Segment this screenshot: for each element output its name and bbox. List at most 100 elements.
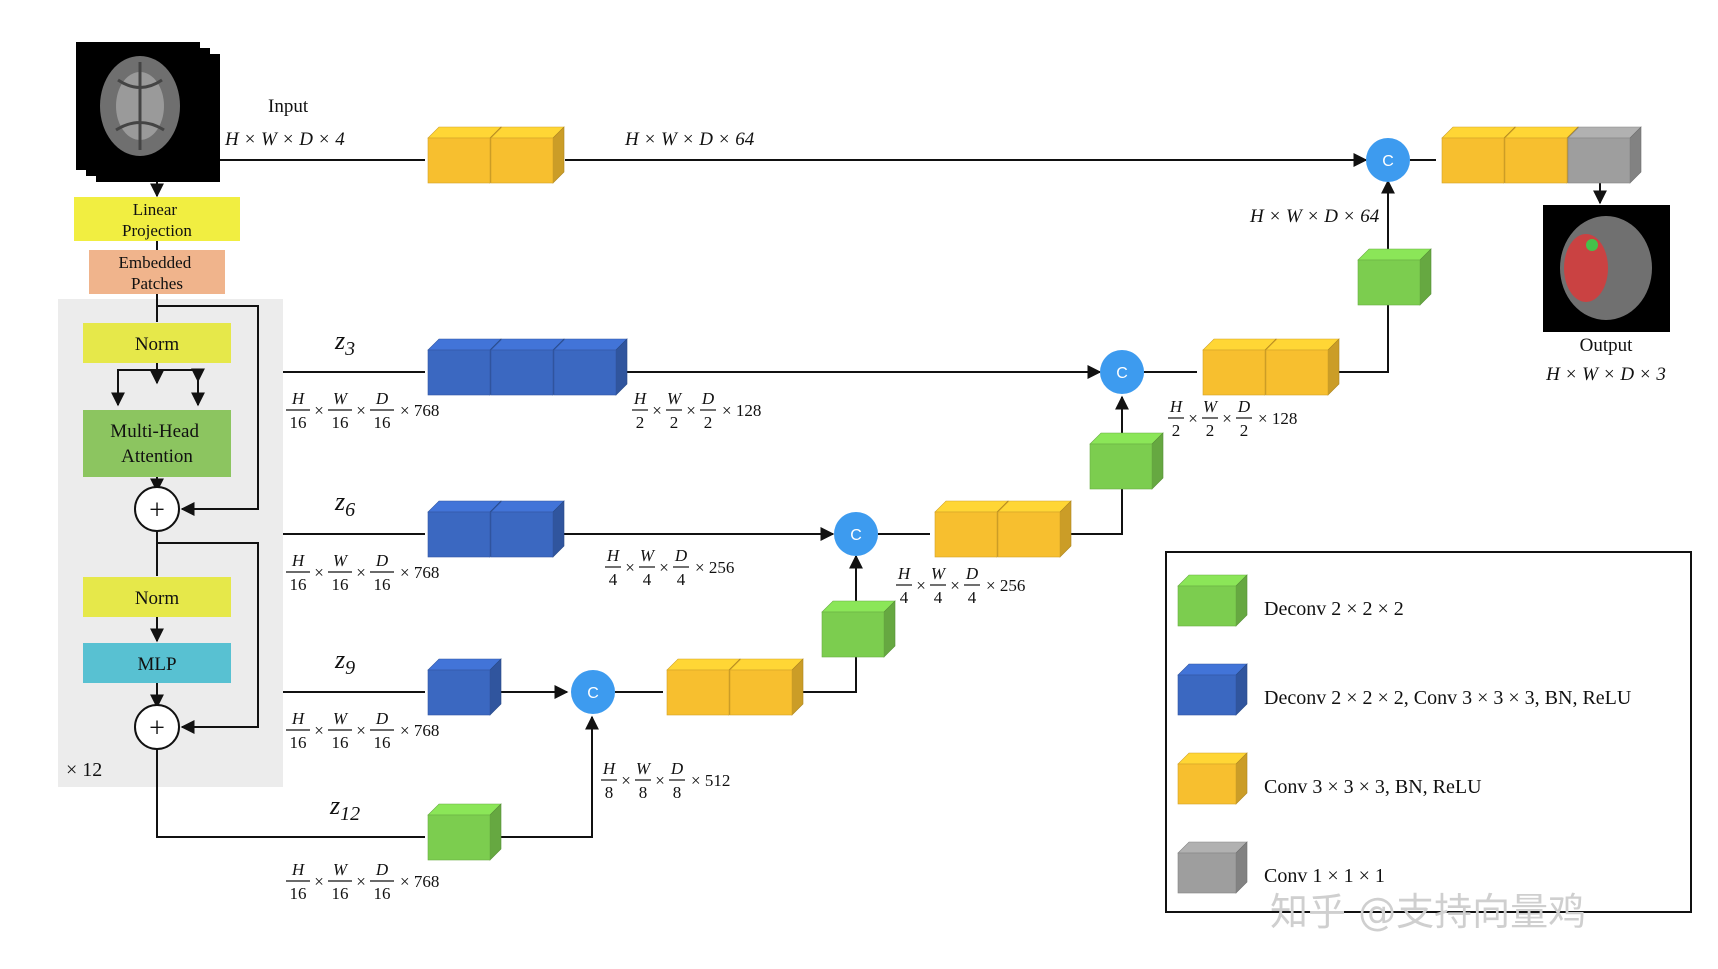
z12-embed-dims-times-0: × — [314, 872, 324, 891]
z6-deconv-block-2-top — [490, 500, 565, 513]
decoder2-dims-times-1: × — [950, 576, 960, 595]
z3-embed-dims-mult: × 768 — [400, 401, 439, 420]
decoder4-conv-block-1-top — [1441, 126, 1516, 139]
norm-label-1: Norm — [135, 334, 180, 355]
z3-out-dims-num-2: D — [701, 389, 715, 408]
z9-out-dims-times-1: × — [655, 771, 665, 790]
decoder2-conv-block-1 — [934, 500, 1009, 558]
legend-swatch-blue — [1177, 663, 1248, 716]
decoder1-upsample-block-top — [821, 600, 896, 613]
z3-deconv-block-1 — [427, 338, 502, 396]
decoder3-upsample-block-top — [1357, 248, 1432, 261]
concat-node-1: C — [571, 670, 615, 714]
z3-embed-dims-num-2: D — [375, 389, 389, 408]
z9-out-dims-times-0: × — [621, 771, 631, 790]
residual-add-icon-1 — [134, 486, 180, 532]
z9-embed-dims-den-1: 16 — [332, 733, 349, 752]
z6-out-dims-num-2: D — [674, 546, 688, 565]
legend-swatch-green-front — [1177, 585, 1237, 627]
z12-embed-dims-mult: × 768 — [400, 872, 439, 891]
decoder3-dims-den-0: 2 — [1172, 421, 1181, 440]
decoder2-dims-times-0: × — [916, 576, 926, 595]
z12-embed-dims-den-2: 16 — [374, 884, 391, 903]
input-conv-block-1 — [427, 126, 502, 184]
z9-label: z9 — [334, 645, 355, 679]
z6-embed-dims-num-0: H — [291, 551, 306, 570]
z12-embed-dims-times-1: × — [356, 872, 366, 891]
repeat-count: × 12 — [66, 759, 102, 781]
z6-deconv-block-1-front — [427, 511, 491, 558]
input-conv-block-1-front — [427, 137, 491, 184]
z12-label: z12 — [329, 791, 360, 825]
input-dims: H × W × D × 4 — [224, 129, 345, 150]
z6-out-dims-den-2: 4 — [677, 570, 686, 589]
residual-add-icon-2 — [134, 704, 180, 750]
z9-embed-dims-den-0: 16 — [290, 733, 307, 752]
decoder2-dims-num-0: H — [897, 564, 912, 583]
z3-out-dims-times-0: × — [652, 401, 662, 420]
decoder1-conv-block-2-top — [729, 658, 804, 671]
z6-out-dims-num-1: W — [640, 546, 656, 565]
skip-labels: z3 z6 z9 z12 — [329, 326, 360, 825]
norm-label-2: Norm — [135, 588, 180, 609]
input-conv-block-2-top — [490, 126, 565, 139]
embedded-patches-box — [89, 250, 225, 294]
decoder1-conv-block-1-top — [666, 658, 741, 671]
z9-out-dims-num-1: W — [636, 759, 652, 778]
z6-embed-dims-num-1: W — [333, 551, 349, 570]
norm-box-1 — [83, 323, 231, 363]
z6-embed-dims-mult: × 768 — [400, 563, 439, 582]
decoder3-dims-times-0: × — [1188, 409, 1198, 428]
legend-label-green: Deconv 2 × 2 × 2 — [1264, 598, 1404, 620]
z12-embed-dims-den-1: 16 — [332, 884, 349, 903]
input-label: Input — [268, 96, 309, 117]
decoder2-dims-den-2: 4 — [968, 588, 977, 607]
legend-swatch-gray-top — [1177, 841, 1248, 854]
z6-out-dims-den-0: 4 — [609, 570, 618, 589]
z9-out-dims-num-2: D — [670, 759, 684, 778]
z3-embed-dims-num-1: W — [333, 389, 349, 408]
decoder3-upsample-block — [1357, 248, 1432, 306]
z9-out-dims-num-0: H — [602, 759, 617, 778]
z3-deconv-block-3-front — [553, 349, 617, 396]
decoder1-upsample-block — [821, 600, 896, 658]
decoder2-conv-block-2 — [997, 500, 1072, 558]
z3-deconv-block-2-top — [490, 338, 565, 351]
z3-out-dims-den-2: 2 — [704, 413, 713, 432]
decoder2-dims-num-2: D — [965, 564, 979, 583]
linear-projection-box — [74, 197, 240, 241]
z6-embed-dims-times-1: × — [356, 563, 366, 582]
z6-embed-dims-den-1: 16 — [332, 575, 349, 594]
decoder4-conv-block-2-top — [1504, 126, 1579, 139]
z9-out-dims-den-2: 8 — [673, 783, 682, 802]
embedded-patches-line-2: Patches — [131, 274, 183, 293]
z12-embed-dims-num-0: H — [291, 860, 306, 879]
z3-out-dims-num-0: H — [633, 389, 648, 408]
z6-deconv-block-2-front — [490, 511, 554, 558]
multi-head-attention-box — [83, 410, 231, 477]
decoder1-upsample-block-front — [821, 611, 885, 658]
tumor-segmentation — [1564, 234, 1608, 302]
decoder2-conv-block-2-front — [997, 511, 1061, 558]
concat-label-2: C — [850, 527, 862, 544]
concat-label-1: C — [587, 685, 599, 702]
z3-out-dims-den-1: 2 — [670, 413, 679, 432]
z6-deconv-block-1-top — [427, 500, 502, 513]
z6-embed-dims-den-2: 16 — [374, 575, 391, 594]
z6-out-dims-times-1: × — [659, 558, 669, 577]
decoder1-conv-block-2-front — [729, 669, 793, 716]
z9-embed-dims-num-0: H — [291, 709, 306, 728]
legend-swatch-yellow-top — [1177, 752, 1248, 765]
decoder2-dims-num-1: W — [931, 564, 947, 583]
multi-head-attention-label: Multi-Head Attention — [110, 421, 203, 467]
z3-embed-dims-num-0: H — [291, 389, 306, 408]
z6-embed-dims-num-2: D — [375, 551, 389, 570]
concat-circle-4 — [1366, 138, 1410, 182]
tumor-core — [1586, 239, 1598, 251]
z3-embed-dims-den-2: 16 — [374, 413, 391, 432]
output-conv-block-front — [1567, 137, 1631, 184]
z3-deconv-block-1-top — [427, 338, 502, 351]
z9-embed-dims: H16×W16×D16× 768 — [286, 709, 439, 752]
